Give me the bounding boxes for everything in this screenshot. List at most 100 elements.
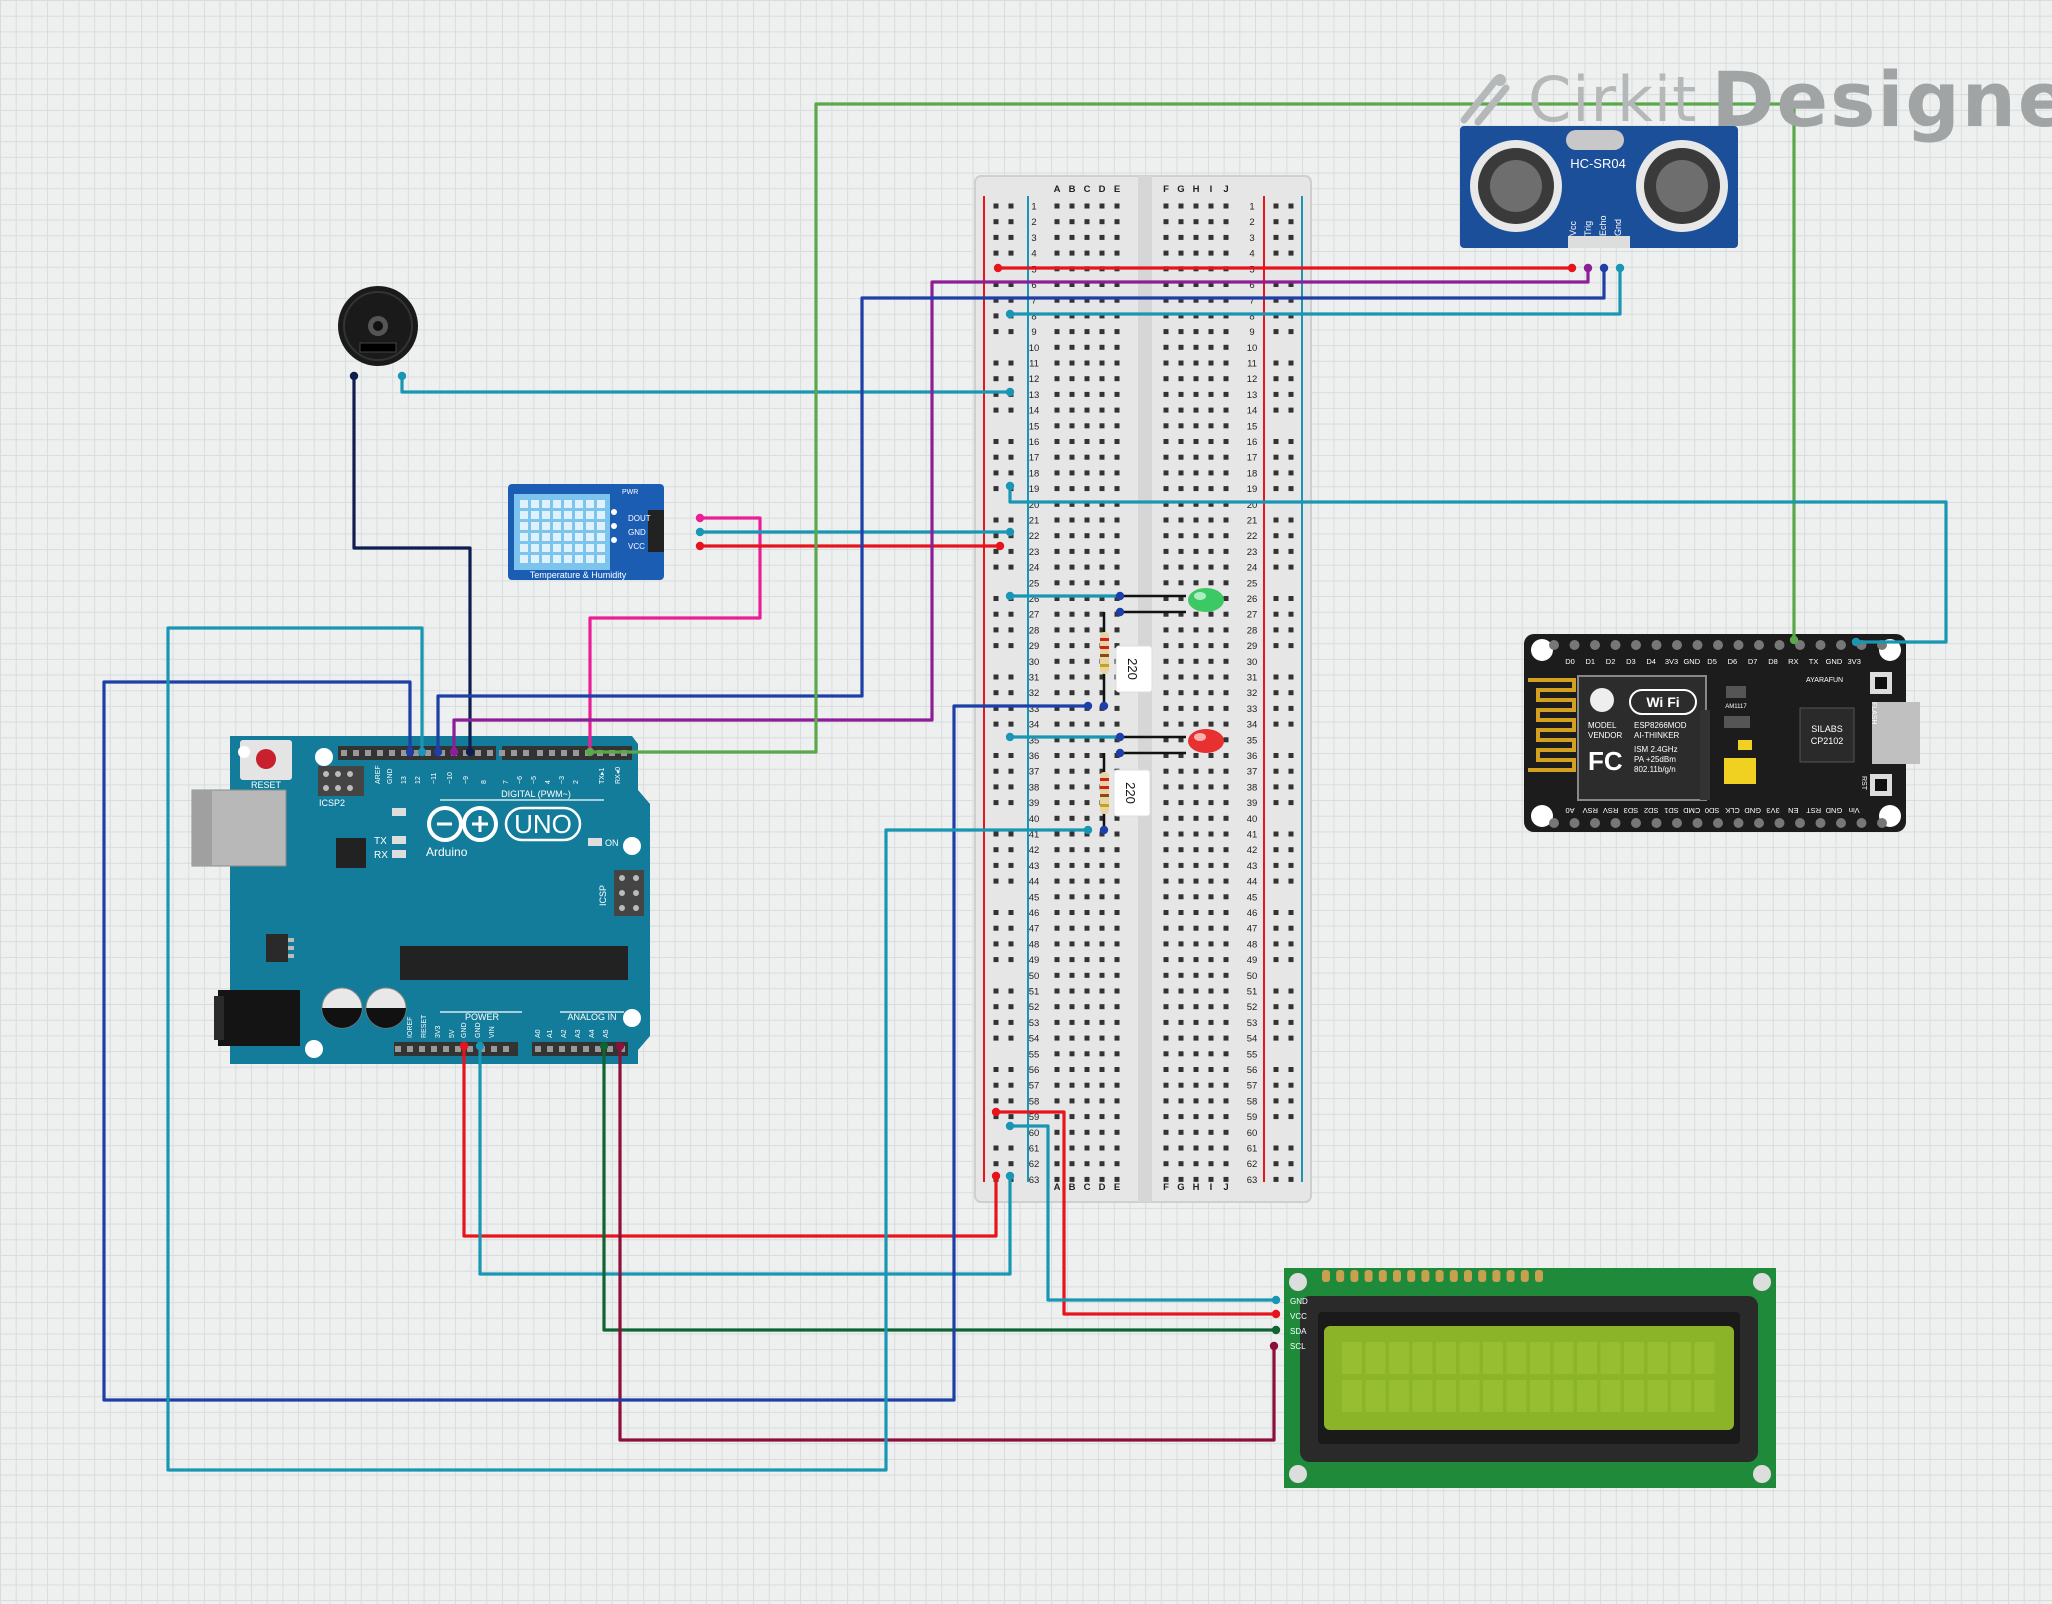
- breadboard-hole[interactable]: [1084, 454, 1090, 460]
- rail-hole[interactable]: [1273, 564, 1279, 570]
- breadboard-hole[interactable]: [1208, 1176, 1214, 1182]
- breadboard-hole[interactable]: [1178, 925, 1184, 931]
- breadboard-hole[interactable]: [1163, 344, 1169, 350]
- breadboard-hole[interactable]: [1223, 282, 1229, 287]
- breadboard-hole[interactable]: [1054, 313, 1060, 319]
- breadboard-hole[interactable]: [1114, 203, 1120, 209]
- breadboard-hole[interactable]: [1099, 329, 1105, 335]
- rail-hole[interactable]: [993, 705, 999, 711]
- breadboard-hole[interactable]: [1208, 658, 1214, 664]
- rail-hole[interactable]: [1273, 486, 1279, 492]
- rail-hole[interactable]: [993, 690, 999, 696]
- rail-hole[interactable]: [1008, 234, 1014, 240]
- breadboard-hole[interactable]: [1163, 423, 1169, 429]
- rail-hole[interactable]: [1288, 564, 1294, 570]
- breadboard-hole[interactable]: [1054, 862, 1060, 868]
- breadboard-hole[interactable]: [1084, 423, 1090, 429]
- breadboard-hole[interactable]: [1223, 1098, 1229, 1104]
- breadboard-hole[interactable]: [1223, 1114, 1229, 1120]
- breadboard-hole[interactable]: [1084, 596, 1090, 601]
- rail-hole[interactable]: [1273, 219, 1279, 225]
- breadboard-hole[interactable]: [1114, 486, 1120, 492]
- breadboard-hole[interactable]: [1069, 878, 1075, 884]
- breadboard-hole[interactable]: [1054, 910, 1060, 915]
- rail-hole[interactable]: [1288, 800, 1294, 806]
- rail-hole[interactable]: [1273, 407, 1279, 413]
- breadboard-hole[interactable]: [1114, 925, 1120, 931]
- breadboard-hole[interactable]: [1084, 972, 1090, 978]
- breadboard-hole[interactable]: [1223, 721, 1229, 727]
- breadboard-hole[interactable]: [1178, 1082, 1184, 1088]
- breadboard-hole[interactable]: [1163, 1082, 1169, 1088]
- breadboard-hole[interactable]: [1054, 423, 1060, 429]
- breadboard-hole[interactable]: [1163, 690, 1169, 696]
- breadboard-hole[interactable]: [1223, 439, 1229, 444]
- rail-hole[interactable]: [1273, 690, 1279, 696]
- breadboard-hole[interactable]: [1193, 831, 1199, 837]
- header-pin[interactable]: [425, 750, 431, 756]
- breadboard-hole[interactable]: [1193, 548, 1199, 554]
- wire-endpoint[interactable]: [1271, 1295, 1281, 1305]
- breadboard-hole[interactable]: [1193, 658, 1199, 664]
- breadboard-hole[interactable]: [1054, 329, 1060, 335]
- breadboard-hole[interactable]: [1099, 486, 1105, 492]
- breadboard-hole[interactable]: [1084, 1019, 1090, 1025]
- breadboard-hole[interactable]: [1163, 862, 1169, 868]
- esp-pin[interactable]: [1877, 818, 1887, 828]
- breadboard-hole[interactable]: [1114, 329, 1120, 335]
- breadboard-hole[interactable]: [1223, 831, 1229, 837]
- breadboard-hole[interactable]: [1208, 1067, 1214, 1072]
- rail-hole[interactable]: [1288, 313, 1294, 319]
- breadboard-hole[interactable]: [1223, 517, 1229, 523]
- breadboard-hole[interactable]: [1193, 1067, 1199, 1072]
- esp-pin[interactable]: [1774, 640, 1785, 650]
- breadboard-hole[interactable]: [1223, 737, 1229, 743]
- breadboard-hole[interactable]: [1223, 1035, 1229, 1041]
- rail-hole[interactable]: [993, 800, 999, 806]
- breadboard-hole[interactable]: [1193, 784, 1199, 790]
- breadboard-hole[interactable]: [1084, 690, 1090, 696]
- header-pin[interactable]: [595, 1046, 601, 1052]
- rail-hole[interactable]: [993, 643, 999, 649]
- wire-sonar-echo[interactable]: [436, 266, 1606, 754]
- breadboard-hole[interactable]: [1193, 988, 1199, 994]
- rail-hole[interactable]: [1273, 533, 1279, 539]
- rail-hole[interactable]: [1288, 439, 1294, 444]
- breadboard-hole[interactable]: [1054, 643, 1060, 649]
- breadboard-hole[interactable]: [1223, 219, 1229, 225]
- breadboard-hole[interactable]: [1193, 611, 1199, 617]
- breadboard-hole[interactable]: [1163, 611, 1169, 617]
- esp-pin[interactable]: [1549, 818, 1559, 828]
- rail-hole[interactable]: [1008, 1019, 1014, 1025]
- rail-hole[interactable]: [1273, 1082, 1279, 1088]
- rail-hole[interactable]: [993, 878, 999, 884]
- breadboard-hole[interactable]: [1069, 768, 1075, 774]
- header-pin[interactable]: [413, 750, 419, 756]
- esp-pin[interactable]: [1672, 818, 1682, 828]
- breadboard-hole[interactable]: [1054, 533, 1060, 539]
- breadboard-hole[interactable]: [1208, 957, 1214, 963]
- breadboard-hole[interactable]: [1084, 486, 1090, 492]
- breadboard-hole[interactable]: [1084, 470, 1090, 476]
- breadboard-hole[interactable]: [1099, 1004, 1105, 1010]
- breadboard-hole[interactable]: [1069, 627, 1075, 633]
- breadboard-hole[interactable]: [1054, 1067, 1060, 1072]
- breadboard-hole[interactable]: [1163, 1004, 1169, 1010]
- breadboard-hole[interactable]: [1223, 360, 1229, 366]
- breadboard-hole[interactable]: [1054, 1035, 1060, 1041]
- rail-hole[interactable]: [1273, 721, 1279, 727]
- breadboard-hole[interactable]: [1069, 1176, 1075, 1182]
- breadboard-hole[interactable]: [1084, 894, 1090, 900]
- breadboard-hole[interactable]: [1193, 344, 1199, 350]
- wire-endpoint[interactable]: [993, 263, 1003, 273]
- breadboard-hole[interactable]: [1178, 344, 1184, 350]
- breadboard-hole[interactable]: [1223, 344, 1229, 350]
- breadboard-hole[interactable]: [1114, 690, 1120, 696]
- wire-endpoint[interactable]: [1789, 635, 1799, 645]
- breadboard-hole[interactable]: [1208, 1035, 1214, 1041]
- wire-endpoint[interactable]: [1005, 1171, 1015, 1181]
- breadboard-hole[interactable]: [1193, 1176, 1199, 1182]
- header-pin[interactable]: [503, 1046, 509, 1052]
- rail-hole[interactable]: [993, 941, 999, 947]
- breadboard-hole[interactable]: [1114, 1035, 1120, 1041]
